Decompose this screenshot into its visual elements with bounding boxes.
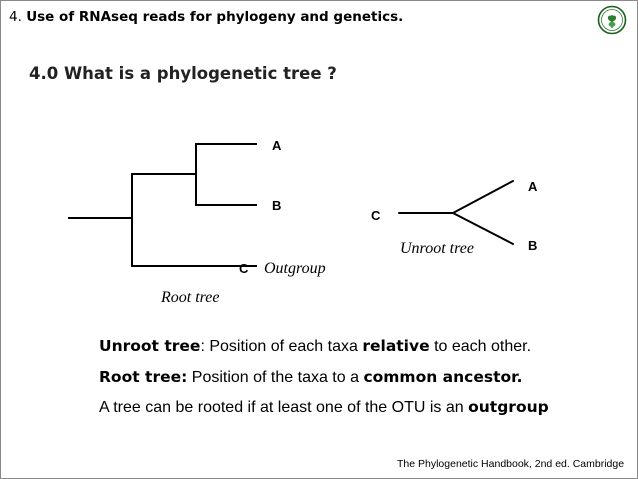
definition-sep: :: [200, 338, 205, 355]
root-tree-label-a: A: [272, 138, 282, 153]
unroot-tree-label-c: C: [371, 208, 381, 223]
definition-text: A tree can be rooted if at least one of …: [99, 399, 469, 416]
term-root: Root tree:: [99, 368, 188, 386]
unroot-tree-label-b: B: [528, 238, 538, 253]
emphasis-outgroup: outgroup: [468, 398, 549, 416]
root-tree-label-c: C: [239, 261, 249, 276]
emphasis-relative: relative: [362, 337, 430, 355]
definition-unroot: Unroot tree: Position of each taxa relat…: [99, 337, 531, 356]
definition-text: Position of each taxa: [204, 338, 363, 355]
definition-text-end: to each other.: [429, 338, 532, 355]
emphasis-common-ancestor: common ancestor.: [363, 368, 523, 386]
unroot-tree-label-a: A: [528, 179, 538, 194]
definition-root: Root tree: Position of the taxa to a com…: [99, 368, 522, 387]
outgroup-label: Outgroup: [264, 260, 326, 277]
root-tree-branches: [68, 143, 257, 267]
section-title: Use of RNAseq reads for phylogeny and ge…: [26, 9, 404, 25]
definition-text: Position of the taxa to a: [187, 369, 364, 386]
root-tree-label-b: B: [272, 198, 282, 213]
section-number: 4.: [9, 9, 22, 25]
page-subtitle: 4.0 What is a phylogenetic tree ?: [29, 64, 337, 83]
unroot-tree-branches: [398, 180, 514, 245]
slide-header: 4. Use of RNAseq reads for phylogeny and…: [9, 9, 403, 25]
root-tree-caption: Root tree: [161, 289, 220, 306]
unroot-tree-caption: Unroot tree: [400, 240, 474, 257]
term-unroot: Unroot tree: [99, 337, 201, 355]
citation-footer: The Phylogenetic Handbook, 2nd ed. Cambr…: [397, 458, 625, 470]
tree-diagram: [68, 143, 514, 267]
leaf-logo-icon: [597, 5, 627, 35]
definition-outgroup: A tree can be rooted if at least one of …: [99, 398, 549, 417]
